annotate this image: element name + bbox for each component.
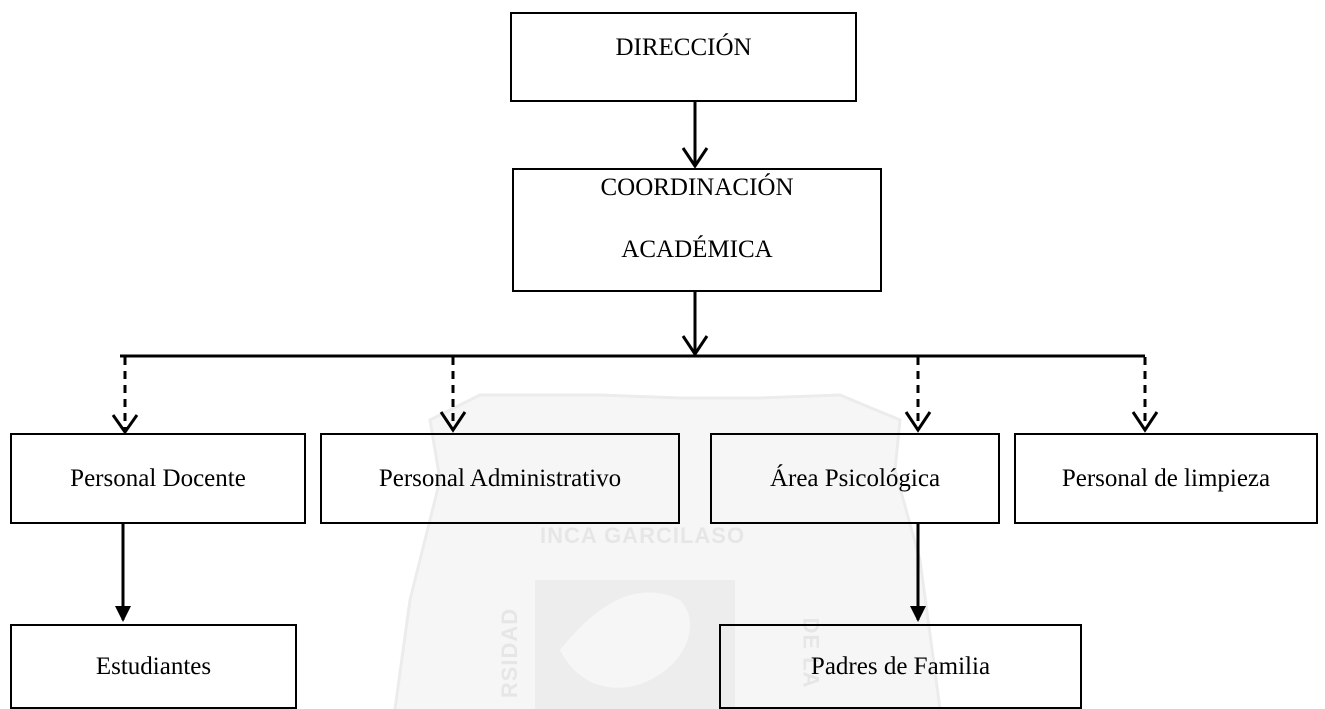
- node-personal-limpieza: Personal de limpieza: [1014, 433, 1318, 524]
- arrowhead-estudiantes: [115, 606, 131, 622]
- watermark-seal-outline: [393, 393, 942, 709]
- node-padres-familia-label: Padres de Familia: [810, 652, 991, 680]
- arrowhead-bar: [681, 335, 709, 357]
- arrowhead-psicologica: [904, 411, 932, 433]
- arrowhead-coordinacion: [681, 147, 709, 169]
- watermark-top-text: INCA GARCILASO: [540, 523, 746, 548]
- arrowhead-docente: [111, 414, 139, 435]
- node-direccion-label: DIRECCIÓN: [615, 34, 752, 61]
- node-coordinacion-line-1: COORDINACIÓN: [600, 174, 794, 201]
- node-estudiantes: Estudiantes: [10, 624, 297, 709]
- node-personal-limpieza-label: Personal de limpieza: [1061, 464, 1271, 492]
- node-area-psicologica-label: Área Psicológica: [769, 464, 941, 492]
- node-area-psicologica: Área Psicológica: [710, 433, 1000, 524]
- node-padres-familia: Padres de Familia: [719, 624, 1082, 709]
- node-personal-administrativo: Personal Administrativo: [320, 433, 680, 524]
- node-coordinacion-line-2: ACADÉMICA: [621, 236, 773, 263]
- node-direccion: DIRECCIÓN: [510, 12, 857, 102]
- arrowhead-administrativo: [439, 411, 467, 433]
- arrowhead-limpieza: [1131, 411, 1159, 433]
- node-personal-administrativo-label: Personal Administrativo: [378, 464, 622, 492]
- arrowhead-padres: [910, 606, 926, 622]
- node-personal-docente-label: Personal Docente: [70, 464, 246, 492]
- watermark-hand-shape: [560, 592, 690, 688]
- node-coordinacion-academica: COORDINACIÓN ACADÉMICA: [512, 168, 882, 292]
- node-estudiantes-label: Estudiantes: [95, 652, 212, 680]
- node-personal-docente: Personal Docente: [10, 433, 306, 524]
